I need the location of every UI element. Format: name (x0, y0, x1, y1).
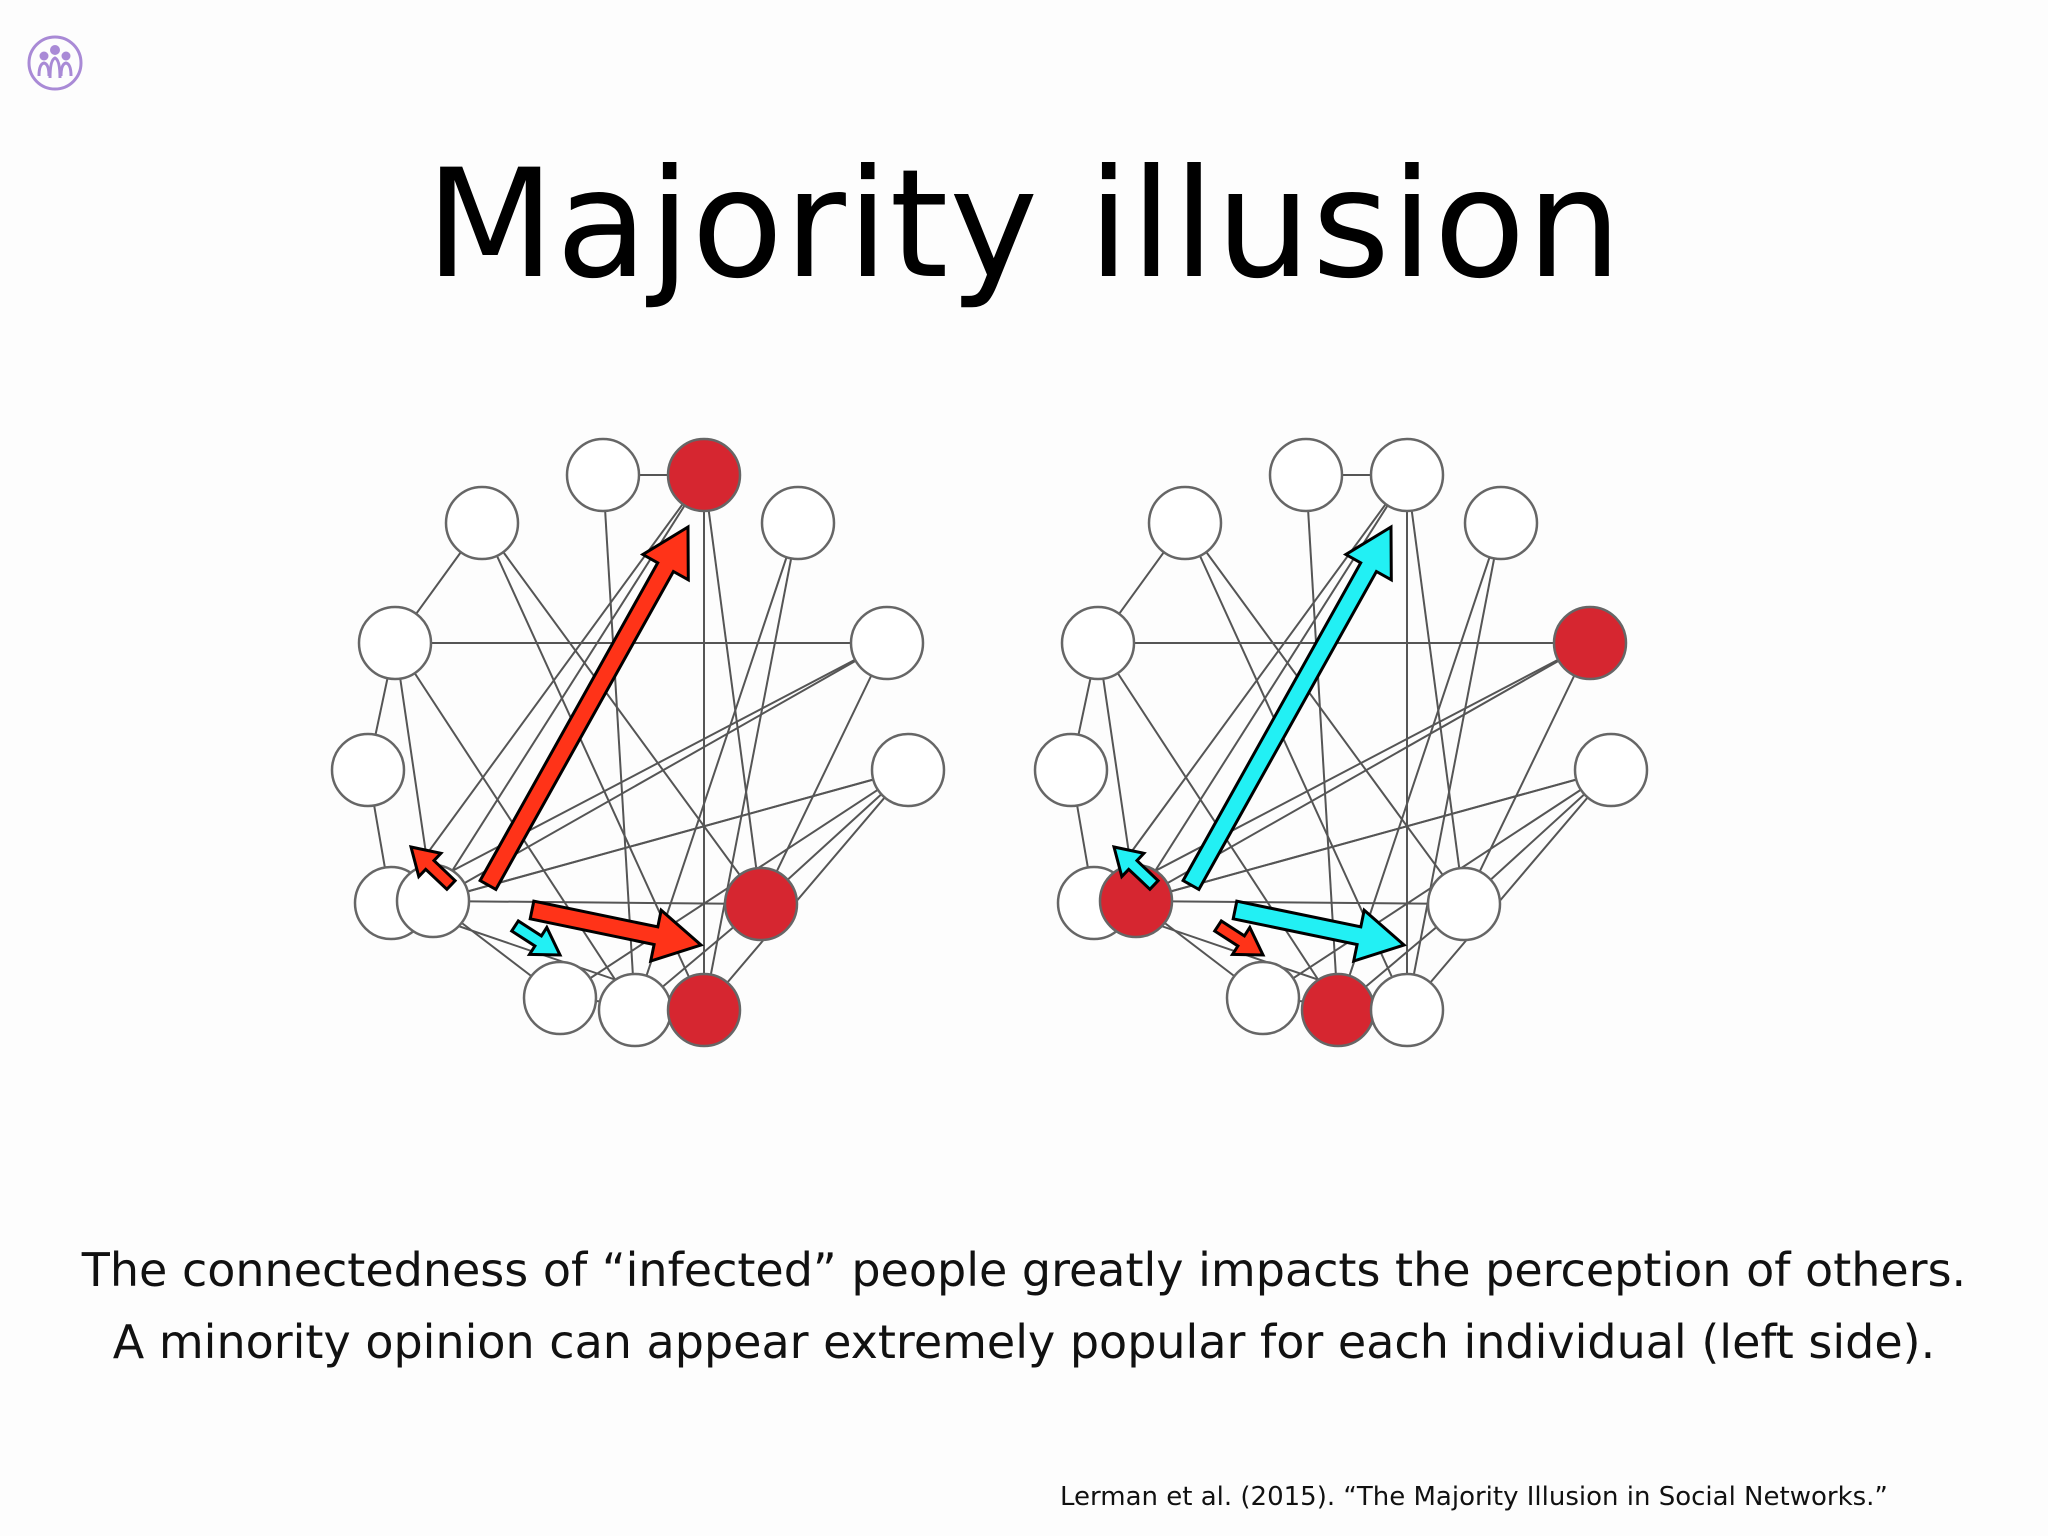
network-edge (432, 769, 909, 902)
network-edge (1093, 642, 1591, 904)
red-arrow (478, 524, 690, 892)
uninfected-node (1463, 485, 1539, 561)
network-edge (703, 474, 762, 905)
cyan-arrow (1111, 845, 1161, 892)
network-edge (1463, 642, 1591, 905)
red-arrow (1212, 918, 1266, 957)
uninfected-node (1147, 485, 1223, 561)
infected-node (666, 972, 742, 1048)
network-edge (1184, 522, 1465, 905)
network-edge (760, 642, 888, 905)
uninfected-node (1369, 972, 1445, 1048)
page-title: Majority illusion (425, 138, 1623, 312)
right-network (1033, 437, 1649, 1048)
network-edge (1406, 522, 1502, 1011)
cyan-arrow (1181, 524, 1393, 892)
citation: Lerman et al. (2015). “The Majority Illu… (1060, 1482, 1888, 1512)
network-edge (1135, 769, 1612, 902)
uninfected-node (849, 605, 925, 681)
infected-node (1552, 605, 1628, 681)
uninfected-node (1060, 605, 1136, 681)
uninfected-node (1573, 732, 1649, 808)
uninfected-node (444, 485, 520, 561)
network-edge (481, 522, 762, 905)
red-arrow (408, 845, 458, 892)
network-edge (703, 769, 909, 1011)
network-edge (1093, 474, 1408, 904)
caption-line-2: A minority opinion can appear extremely … (112, 1315, 1936, 1369)
people-group-icon (27, 35, 83, 91)
network-edge (390, 642, 888, 904)
uninfected-node (1369, 437, 1445, 513)
infected-node (723, 866, 799, 942)
uninfected-node (1268, 437, 1344, 513)
cyan-arrow (509, 918, 563, 957)
red-arrow (528, 899, 704, 964)
uninfected-node (870, 732, 946, 808)
uninfected-node (330, 732, 406, 808)
cyan-arrow (1231, 899, 1407, 964)
uninfected-node (357, 605, 433, 681)
network-edge (1135, 900, 1465, 905)
uninfected-node (522, 960, 598, 1036)
infected-node (1300, 972, 1376, 1048)
uninfected-node (597, 972, 673, 1048)
uninfected-node (1033, 732, 1109, 808)
left-network (330, 437, 946, 1048)
infected-node (666, 437, 742, 513)
network-edge (703, 522, 799, 1011)
uninfected-node (760, 485, 836, 561)
uninfected-node (1426, 866, 1502, 942)
network-edge (432, 900, 762, 905)
uninfected-node (1225, 960, 1301, 1036)
caption-line-1: The connectedness of “infected” people g… (81, 1243, 1967, 1297)
network-edge (1406, 769, 1612, 1011)
uninfected-node (565, 437, 641, 513)
network-edge (1406, 474, 1465, 905)
network-edge (390, 474, 705, 904)
